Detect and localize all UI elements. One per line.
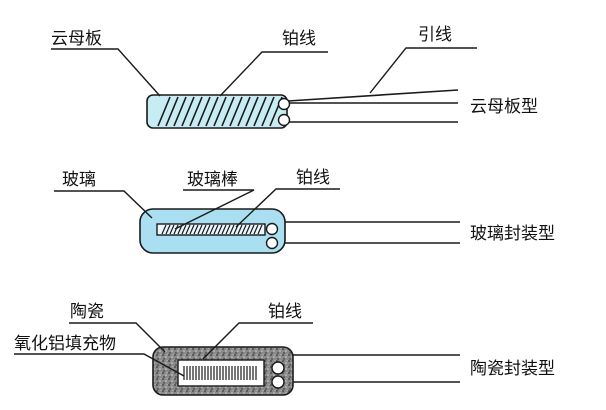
- coil-turn: [249, 224, 255, 235]
- label-platinum-wire-1: 铂线: [282, 29, 316, 49]
- coil-turn: [213, 224, 219, 235]
- glass-sealed-type-section: 玻璃 玻璃棒 铂线 玻璃封装型: [54, 168, 555, 254]
- coil-turn: [173, 96, 187, 127]
- coil-turn: [237, 224, 243, 235]
- coil-turn: [245, 224, 251, 235]
- glass-terminal-upper: [265, 222, 279, 236]
- ceramic-inner-bore: [177, 359, 265, 387]
- mica-board-type-section: 云母板 铂线 引线 云母板型: [51, 25, 538, 129]
- coil-turn: [185, 224, 191, 235]
- leader-glass-rod: [174, 189, 255, 230]
- leader-platinum-wire-2: [235, 188, 340, 228]
- coil-turn: [201, 224, 207, 235]
- coil-turn: [229, 96, 243, 127]
- coil-turn: [245, 96, 259, 127]
- glass-terminal-lower: [265, 236, 279, 250]
- leader-lead-wire: [369, 47, 477, 94]
- terminal-lower: [277, 113, 291, 127]
- lead-wire-upper: [287, 89, 459, 102]
- glass-platinum-coil: [161, 224, 263, 235]
- label-glass-rod: 玻璃棒: [187, 170, 238, 190]
- label-platinum-wire-3: 铂线: [268, 302, 302, 322]
- platinum-winding: [157, 96, 283, 127]
- coil-turn: [189, 224, 195, 235]
- leader-mica-board: [51, 48, 161, 97]
- coil-turn: [157, 96, 171, 127]
- coil-turn: [209, 224, 215, 235]
- coil-turn: [181, 96, 195, 127]
- coil-turn: [193, 224, 199, 235]
- leader-platinum-wire-3: [202, 322, 313, 360]
- coil-turn: [229, 224, 235, 235]
- coil-turn: [241, 224, 247, 235]
- coil-turn: [165, 224, 171, 235]
- ceramic-terminal-upper: [271, 361, 285, 375]
- label-mica-board: 云母板: [51, 29, 102, 49]
- ceramic-platinum-coil: [183, 366, 257, 380]
- coil-turn: [217, 224, 223, 235]
- leader-ceramic: [69, 322, 166, 353]
- label-glass-sealed-type: 玻璃封装型: [470, 224, 555, 244]
- coil-turn: [261, 96, 275, 127]
- coil-turn: [257, 224, 263, 235]
- label-platinum-wire-2: 铂线: [296, 168, 330, 188]
- label-mica-type: 云母板型: [470, 97, 538, 117]
- leader-platinum-wire-1: [219, 51, 328, 97]
- coil-turn: [221, 96, 235, 127]
- label-ceramic: 陶瓷: [70, 302, 104, 322]
- coil-turn: [169, 224, 175, 235]
- ceramic-sealed-type-section: 陶瓷 氧化铝填充物 铂线 陶瓷封装型: [14, 302, 555, 396]
- label-ceramic-sealed-type: 陶瓷封装型: [470, 359, 555, 379]
- coil-turn: [221, 224, 227, 235]
- mica-board-body: [146, 94, 288, 129]
- coil-turn: [161, 224, 167, 235]
- terminal-upper: [277, 97, 291, 111]
- coil-turn: [237, 96, 251, 127]
- coil-turn: [253, 96, 267, 127]
- coil-turn: [205, 224, 211, 235]
- coil-turn: [197, 96, 211, 127]
- coil-turn: [253, 224, 259, 235]
- leader-glass: [54, 190, 153, 219]
- ceramic-terminal-lower: [271, 375, 285, 389]
- coil-turn: [213, 96, 227, 127]
- coil-turn: [165, 96, 179, 127]
- leader-alumina-filler: [14, 353, 185, 377]
- coil-turn: [225, 224, 231, 235]
- coil-turn: [173, 224, 179, 235]
- label-glass: 玻璃: [62, 170, 96, 190]
- coil-turn: [181, 224, 187, 235]
- label-alumina-filler: 氧化铝填充物: [14, 334, 116, 354]
- coil-turn: [205, 96, 219, 127]
- label-lead-wire: 引线: [418, 25, 452, 45]
- glass-rod: [156, 223, 266, 236]
- coil-turn: [197, 224, 203, 235]
- coil-turn: [189, 96, 203, 127]
